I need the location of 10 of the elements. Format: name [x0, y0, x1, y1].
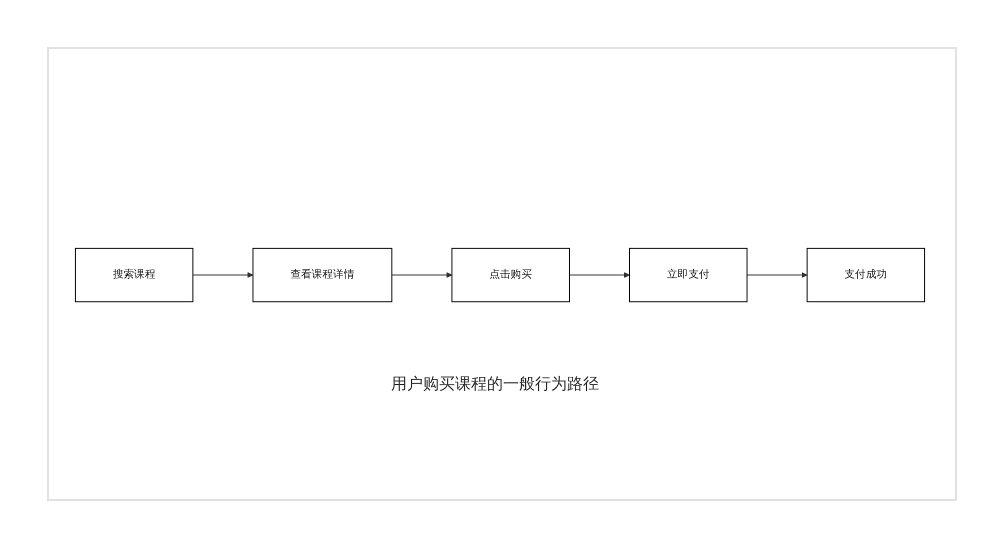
- caption: 用户购买课程的一般行为路径: [391, 374, 599, 395]
- arrow: [746, 272, 808, 278]
- node-box: 支付成功: [806, 248, 926, 302]
- arrow: [192, 272, 254, 278]
- arrow: [391, 272, 452, 278]
- node-box: 查看课程详情: [252, 248, 392, 302]
- node-box: 点击购买: [451, 248, 570, 302]
- node-box: 立即支付: [629, 248, 748, 302]
- node-box: 搜索课程: [74, 248, 194, 302]
- arrow: [568, 272, 630, 278]
